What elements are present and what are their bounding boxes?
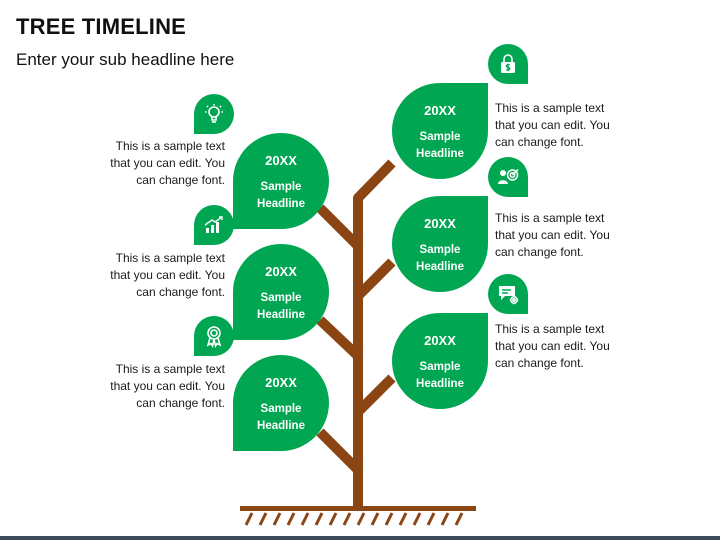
branch-left-mid: [316, 316, 363, 380]
description-text-3: This is a sample text that you can edit.…: [110, 362, 225, 410]
leaf-year: 20XX: [424, 103, 456, 118]
leaf-year: 20XX: [424, 216, 456, 231]
badge-growth: [194, 205, 234, 245]
description-text-4: This is a sample text that you can edit.…: [495, 101, 610, 149]
chat-gear-icon: [499, 286, 519, 305]
badge-chat-gear: [488, 274, 528, 314]
leaf-headline: Sample Headline: [416, 131, 464, 160]
leaf-headline: Sample Headline: [257, 403, 305, 432]
leaf-headline: Sample Headline: [416, 244, 464, 273]
person-target-icon: [498, 168, 519, 184]
description-text-5: This is a sample text that you can edit.…: [495, 211, 610, 259]
ground-hatching: [244, 512, 464, 526]
branch-left-top: [316, 204, 363, 268]
page-title: TREE TIMELINE: [16, 14, 187, 39]
timeline-leaf-4: 20XX Sample Headline: [392, 83, 488, 179]
growth-chart-icon: [204, 216, 223, 233]
timeline-leaf-5: 20XX Sample Headline: [392, 196, 488, 292]
timeline-leaf-3: 20XX Sample Headline: [233, 355, 329, 451]
leaf-headline: Sample Headline: [257, 292, 305, 321]
badge-person-target: [488, 157, 528, 197]
page-subtitle: Enter your sub headline here: [16, 50, 235, 69]
trunk: [353, 159, 396, 506]
badge-award: [194, 316, 234, 356]
leaf-headline: Sample Headline: [416, 361, 464, 390]
dollar-lock-icon: [501, 54, 515, 73]
leaf-year: 20XX: [424, 333, 456, 348]
footer-bar: [0, 536, 720, 540]
leaf-year: 20XX: [265, 375, 297, 390]
leaf-headline: Sample Headline: [257, 181, 305, 210]
description-text-2: This is a sample text that you can edit.…: [110, 251, 225, 299]
timeline-leaf-2: 20XX Sample Headline: [233, 244, 329, 340]
leaf-year: 20XX: [265, 153, 297, 168]
ground-line: [240, 506, 476, 511]
description-text-1: This is a sample text that you can edit.…: [110, 139, 225, 187]
branch-left-bottom: [316, 428, 363, 506]
badge-dollar-lock: [488, 44, 528, 84]
description-text-6: This is a sample text that you can edit.…: [495, 322, 610, 370]
branch-right-bottom: [353, 374, 396, 430]
award-ribbon-icon: [206, 326, 222, 348]
timeline-leaf-1: 20XX Sample Headline: [233, 133, 329, 229]
lightbulb-icon: [205, 104, 223, 123]
leaf-year: 20XX: [265, 264, 297, 279]
timeline-leaf-6: 20XX Sample Headline: [392, 313, 488, 409]
branch-right-mid: [353, 258, 396, 318]
badge-lightbulb: [194, 94, 234, 134]
